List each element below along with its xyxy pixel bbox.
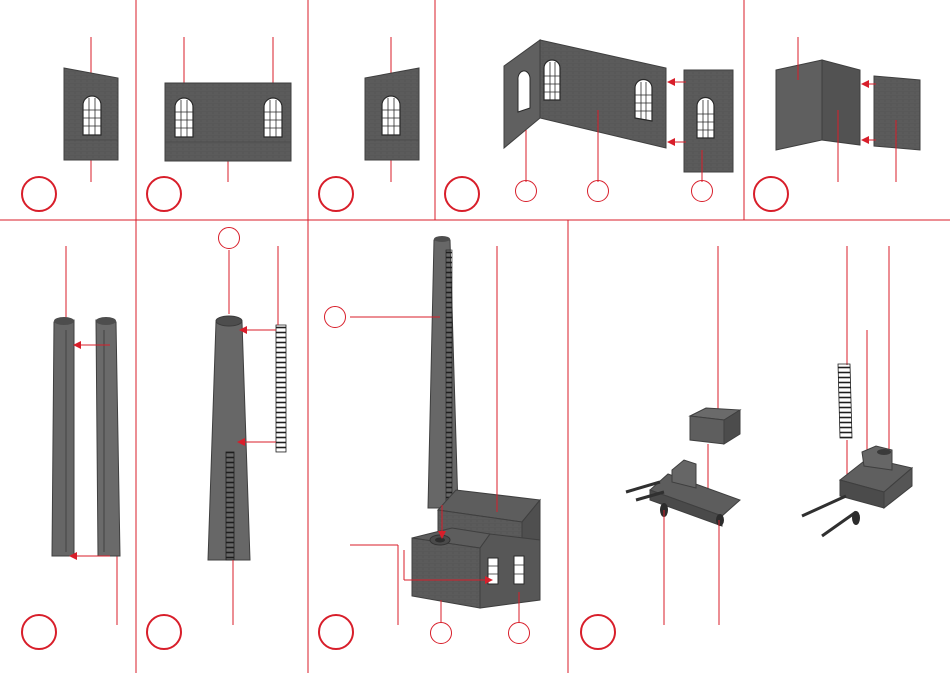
ref-chimney-base <box>324 306 346 328</box>
ref-boiler-house-side <box>430 622 452 644</box>
corner-wall-right <box>822 60 860 145</box>
fitted-ladder <box>226 452 234 560</box>
step-1-wall-piece <box>64 37 118 182</box>
chimney-half-right <box>96 320 120 556</box>
arched-window <box>518 71 530 112</box>
step-3-wall-piece <box>365 37 419 182</box>
fork <box>802 496 846 516</box>
step-2-circle <box>146 176 182 212</box>
step-8-circle <box>318 614 354 650</box>
step-5-circle <box>753 176 789 212</box>
ref-boiler-house-front <box>508 622 530 644</box>
arched-window <box>83 96 101 135</box>
ref-chimney-top <box>218 227 240 249</box>
chimney-half-left <box>52 320 74 556</box>
ref-wall-right <box>691 180 713 202</box>
step-6-circle <box>21 614 57 650</box>
step-7-circle <box>146 614 182 650</box>
corner-wall-left <box>776 60 822 150</box>
loose-wall <box>874 76 920 150</box>
arched-window <box>697 98 714 139</box>
step-5-corner-walls <box>776 37 920 182</box>
forklift-chassis <box>626 460 740 526</box>
engine-block <box>690 408 740 444</box>
step-3-circle <box>318 176 354 212</box>
chimney-stack <box>428 240 458 508</box>
steering-wheel <box>877 449 891 455</box>
chimney-ladder <box>446 250 452 506</box>
step-1-circle <box>21 176 57 212</box>
wheel <box>852 511 860 525</box>
step-7-chimney-with-ladder <box>208 246 286 625</box>
loose-ladder <box>276 325 286 452</box>
arched-window <box>382 96 400 135</box>
step-6-chimney-halves <box>52 246 120 625</box>
assembled-forklift <box>802 446 912 536</box>
fork <box>822 512 856 536</box>
step-9-circle <box>580 614 616 650</box>
step-2-wall-piece <box>165 37 291 182</box>
step-8-boiler-house-assembly <box>350 236 540 625</box>
arched-window <box>635 80 652 122</box>
arched-window <box>175 98 193 137</box>
lower-block <box>412 538 480 608</box>
step-4-wall-assembly <box>504 40 733 182</box>
wheel <box>716 514 724 526</box>
lift-mast <box>838 364 852 438</box>
arched-window <box>264 98 282 137</box>
ref-wall-left <box>515 180 537 202</box>
step-4-circle <box>444 176 480 212</box>
arched-window <box>544 60 560 100</box>
ref-wall-back <box>587 180 609 202</box>
small-window <box>514 556 524 584</box>
step-9-forklift-parts <box>626 246 912 625</box>
